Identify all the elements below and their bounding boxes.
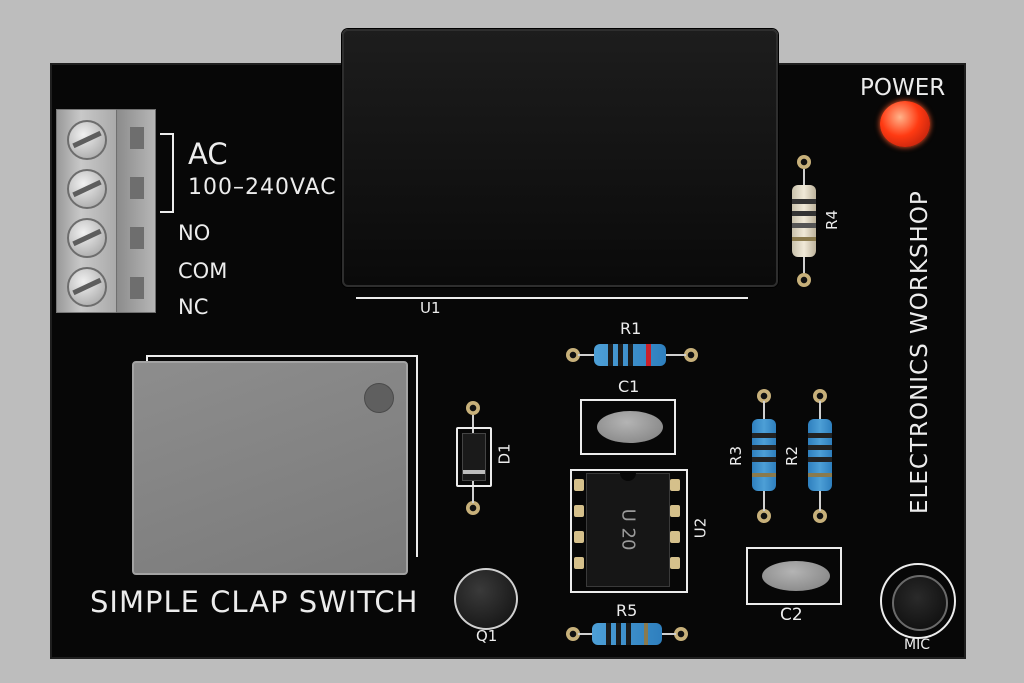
mic-outline — [880, 563, 956, 639]
d1-pad-bottom — [466, 501, 480, 515]
voltage-label: 100–240VAC — [188, 175, 337, 200]
r3-pad-bottom — [757, 509, 771, 523]
r1-resistor — [594, 344, 666, 366]
power-label: POWER — [860, 75, 946, 101]
relay-dot-icon — [364, 383, 394, 413]
r4-label: R4 — [822, 210, 841, 230]
c1-capacitor — [597, 411, 663, 443]
u1-label: U1 — [420, 299, 441, 317]
u2-label: U2 — [691, 517, 710, 539]
r5-pad-right — [674, 627, 688, 641]
d1-pad-top — [466, 401, 480, 415]
r4-resistor — [792, 185, 816, 257]
c2-label: C2 — [780, 605, 803, 625]
r5-resistor — [592, 623, 662, 645]
ac-bracket — [160, 133, 174, 213]
d1-label: D1 — [495, 443, 514, 465]
com-label: COM — [178, 259, 228, 283]
q1-transistor — [454, 568, 518, 630]
ac-label: AC — [188, 137, 228, 171]
relay — [132, 361, 408, 575]
u1-module — [342, 29, 778, 287]
r5-label: R5 — [616, 601, 638, 620]
r3-pad-top — [757, 389, 771, 403]
q1-label: Q1 — [476, 627, 498, 645]
brand-label: ELECTRONICS WORKSHOP — [907, 190, 933, 514]
u1-outline — [356, 289, 748, 299]
r2-resistor — [808, 419, 832, 491]
pcb-board: AC 100–240VAC NO COM NC U1 POWER R4 ELEC… — [50, 29, 966, 659]
r2-pad-bottom — [813, 509, 827, 523]
no-label: NO — [178, 221, 211, 245]
mic-label: MIC — [904, 637, 930, 653]
r3-label: R3 — [726, 446, 745, 466]
nc-label: NC — [178, 295, 209, 319]
microphone-icon — [892, 575, 948, 631]
r4-pad-bottom — [797, 273, 811, 287]
d1-outline — [456, 427, 492, 487]
screw-terminal-block — [56, 109, 156, 313]
r2-label: R2 — [782, 446, 801, 466]
c1-outline — [580, 399, 676, 455]
r4-pad-top — [797, 155, 811, 169]
d1-diode — [462, 433, 486, 481]
terminal-screw-3[interactable] — [67, 218, 107, 258]
u2-marking: U 20 — [617, 508, 639, 551]
c2-capacitor — [762, 561, 830, 591]
r2-pad-top — [813, 389, 827, 403]
u2-outline — [570, 469, 688, 593]
terminal-screw-2[interactable] — [67, 169, 107, 209]
c1-label: C1 — [618, 377, 640, 396]
r1-label: R1 — [620, 319, 642, 338]
power-led-icon — [880, 101, 930, 147]
r3-resistor — [752, 419, 776, 491]
r5-pad-left — [566, 627, 580, 641]
board-title: SIMPLE CLAP SWITCH — [90, 585, 419, 619]
terminal-screw-1[interactable] — [67, 120, 107, 160]
r1-pad-right — [684, 348, 698, 362]
c2-outline — [746, 547, 842, 605]
terminal-screw-4[interactable] — [67, 267, 107, 307]
r1-pad-left — [566, 348, 580, 362]
u2-chip — [586, 473, 670, 587]
